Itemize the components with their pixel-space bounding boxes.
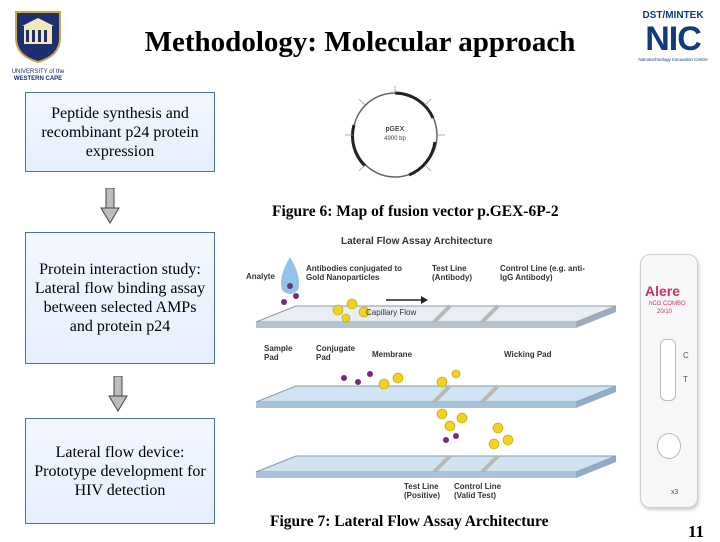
label-analyte: Analyte <box>246 272 275 281</box>
figure7-caption: Figure 7: Lateral Flow Assay Architectur… <box>270 513 549 530</box>
plasmid-map-diagram <box>345 86 445 178</box>
step-text-1: Peptide synthesis and recombinant p24 pr… <box>41 104 199 160</box>
uwc-crest-icon <box>15 11 61 64</box>
device-count: x3 <box>671 489 679 496</box>
plasmid-size: 4900 bp <box>384 136 406 142</box>
test-device: Alere hCG COMBO 20/10 C T x3 <box>640 254 698 508</box>
step-text-2: Protein interaction study: Lateral flow … <box>34 261 206 335</box>
uwc-text-1: UNIVERSITY of the <box>11 69 65 75</box>
plasmid-map: pGEX 4900 bp <box>335 80 455 190</box>
step-box-3: Lateral flow device: Prototype developme… <box>25 418 215 524</box>
label-control-line-top: Control Line (e.g. anti-lgG Antibody) <box>500 264 585 282</box>
nic-logo: DST/MINTEK NIC Nanotechnology Innovation… <box>638 10 708 72</box>
slide-title: Methodology: Molecular approach <box>144 26 576 58</box>
lfa-strips <box>255 257 617 478</box>
label-conjugate-pad: Conjugate Pad <box>316 344 356 362</box>
down-arrow-icon <box>100 188 120 224</box>
plasmid-label: pGEX <box>385 126 405 133</box>
device-sample-well <box>657 433 681 459</box>
label-wicking-pad: Wicking Pad <box>504 350 552 359</box>
step-box-2: Protein interaction study: Lateral flow … <box>25 232 215 364</box>
nic-main-text: NIC <box>645 20 702 58</box>
nic-top-text: DST/MINTEK <box>642 10 704 21</box>
page-number: 11 <box>688 522 705 541</box>
step-box-1: Peptide synthesis and recombinant p24 pr… <box>25 92 215 172</box>
device-brand: Alere <box>645 283 681 299</box>
figure6-caption: Figure 6: Map of fusion vector p.GEX-6P-… <box>272 203 559 220</box>
label-sample-pad: Sample Pad <box>264 344 293 362</box>
label-test-line-bottom: Test Line (Positive) <box>404 482 441 500</box>
step-text-3: Lateral flow device: Prototype developme… <box>34 443 206 499</box>
device-product-2: 20/10 <box>657 309 673 315</box>
label-test-line-top: Test Line (Antibody) <box>432 264 472 282</box>
label-membrane: Membrane <box>372 350 413 359</box>
label-control-line-bottom: Control Line (Valid Test) <box>454 482 502 500</box>
lfa-diagram: Lateral Flow Assay Architecture <box>246 232 626 510</box>
nic-sub-text: Nanotechnology Innovation Centre <box>638 57 708 62</box>
lfa-title: Lateral Flow Assay Architecture <box>341 236 493 247</box>
device-result-window <box>660 339 676 401</box>
label-antibodies: Antibodies conjugated to Gold Nanopartic… <box>306 264 402 282</box>
device-t-label: T <box>683 375 688 384</box>
down-arrow-icon <box>108 376 128 412</box>
uwc-logo: UNIVERSITY of the WESTERN CAPE <box>8 8 68 82</box>
device-c-label: C <box>683 351 689 360</box>
device-product-1: hCG COMBO <box>649 301 686 307</box>
label-capillary: Capillary Flow <box>366 308 417 317</box>
uwc-text-2: WESTERN CAPE <box>13 76 63 82</box>
